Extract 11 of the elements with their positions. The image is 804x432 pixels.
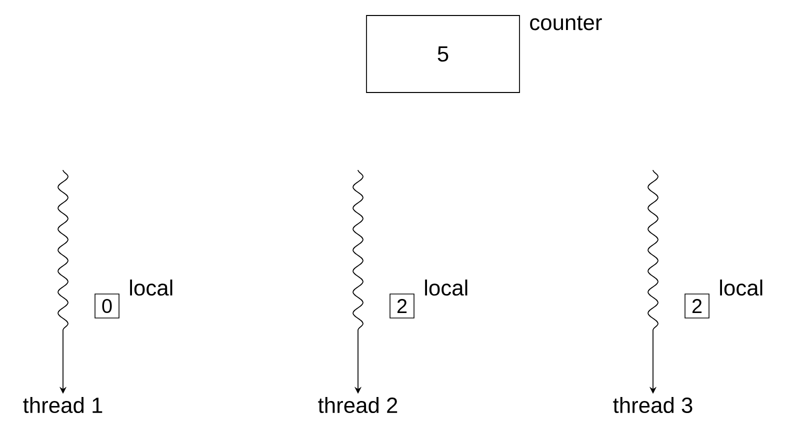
variable-name: local	[720, 280, 762, 296]
local-value-box: 2	[390, 294, 414, 318]
thread-label: thread 2	[318, 396, 398, 414]
counter-box: 5	[366, 15, 520, 93]
local-value-box: 0	[94, 294, 120, 318]
variable-name: local	[425, 280, 468, 296]
local-value-box: 2	[684, 294, 710, 318]
thread-label: thread 1	[23, 396, 102, 414]
variable-name: local	[130, 280, 172, 296]
thread-label: thread 3	[613, 396, 692, 414]
variable-name: counter	[530, 16, 602, 30]
